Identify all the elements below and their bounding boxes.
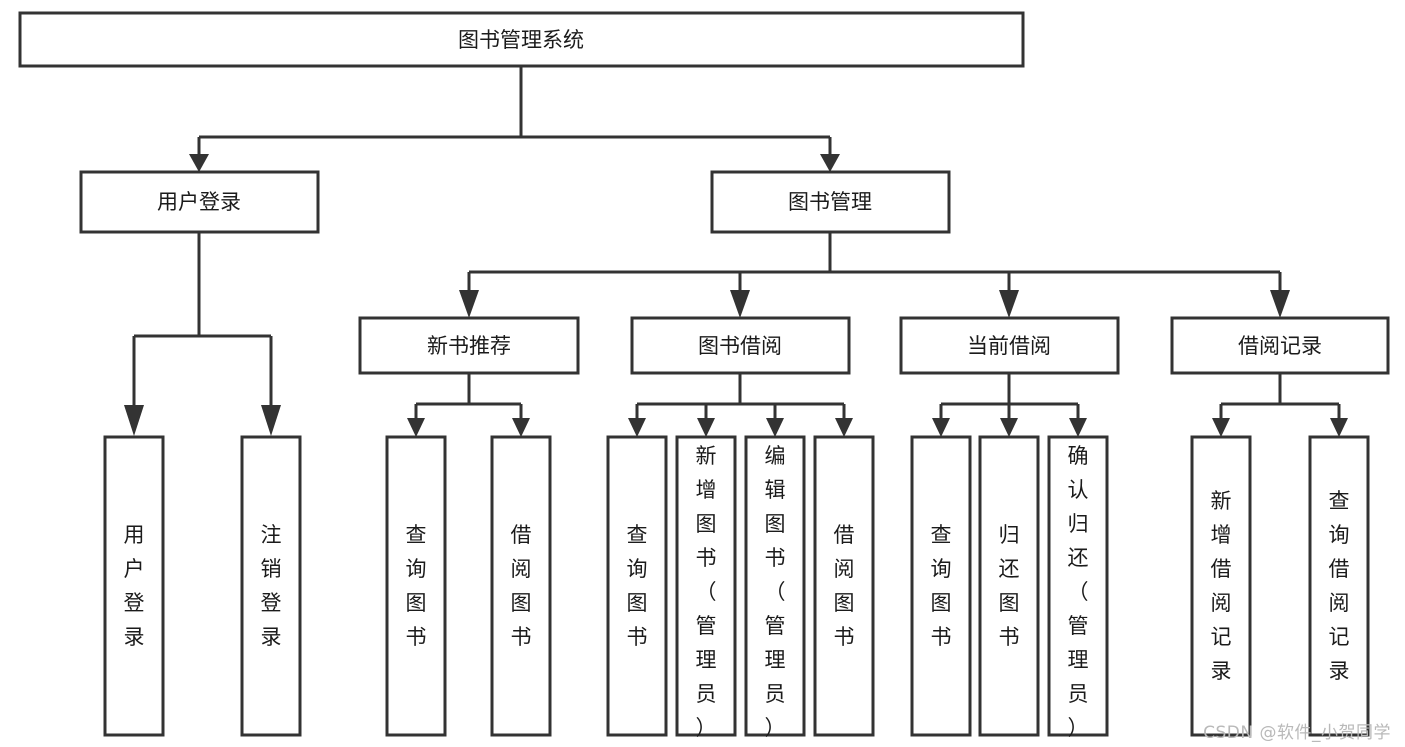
arrow-heads (124, 154, 1348, 437)
arrow-icon-to-borrow-record (1270, 290, 1290, 318)
node-leaf-add-book-admin-label: 新增图书（管理员） (696, 444, 717, 740)
node-book-manage-box[interactable] (710, 170, 951, 234)
node-leaf-logout[interactable]: 注销登录 (240, 435, 302, 737)
node-leaf-edit-book-admin-box[interactable] (744, 435, 806, 737)
node-leaf-edit-book-admin[interactable]: 编辑图书（管理员） (744, 435, 806, 740)
node-leaf-user-login-box[interactable] (103, 435, 165, 737)
node-leaf-add-book-admin[interactable]: 新增图书（管理员） (675, 435, 737, 740)
node-book-borrow[interactable]: 图书借阅 (630, 316, 851, 375)
node-leaf-query-book-2-box[interactable] (606, 435, 668, 737)
node-leaf-query-book-1[interactable]: 查询图书 (385, 435, 447, 737)
node-leaf-query-record[interactable]: 查询借阅记录 (1308, 435, 1370, 737)
arrow-icon-to-l-query-book-2 (628, 418, 646, 437)
node-leaf-logout-label: 注销登录 (261, 523, 282, 649)
arrow-icon-to-l-add-record (1212, 418, 1230, 437)
node-leaf-confirm-return-admin-box[interactable] (1047, 435, 1109, 737)
arrow-icon-to-l-user-login (124, 405, 144, 436)
node-borrow-record-label: 借阅记录 (1238, 334, 1322, 358)
node-leaf-user-login[interactable]: 用户登录 (103, 435, 165, 737)
node-new-book-rec[interactable]: 新书推荐 (358, 316, 580, 375)
node-leaf-query-book-2-label: 查询图书 (627, 523, 648, 649)
node-leaf-return-book-box[interactable] (978, 435, 1040, 737)
arrow-icon-to-l-borrow-book-1 (512, 418, 530, 437)
node-new-book-rec-box[interactable] (358, 316, 580, 375)
node-root-label: 图书管理系统 (458, 28, 584, 52)
node-leaf-query-record-box[interactable] (1308, 435, 1370, 737)
node-book-borrow-label: 图书借阅 (698, 334, 782, 358)
arrow-icon-to-l-query-book-3 (932, 418, 950, 437)
arrow-icon-to-new-book-rec (459, 290, 479, 318)
connectors (132, 66, 1341, 418)
arrow-icon-to-l-edit-book-admin (766, 418, 784, 437)
arrow-icon-to-l-add-book-admin (697, 418, 715, 437)
node-leaf-borrow-book-1-label: 借阅图书 (511, 523, 532, 649)
node-book-manage-label: 图书管理 (788, 190, 872, 214)
node-leaf-query-book-1-label: 查询图书 (406, 523, 427, 649)
node-leaf-borrow-book-2[interactable]: 借阅图书 (813, 435, 875, 737)
csdn-watermark: CSDN @软件_小贺同学 (1203, 723, 1391, 743)
node-leaf-query-book-3-box[interactable] (910, 435, 972, 737)
node-leaf-return-book-label: 归还图书 (999, 523, 1020, 649)
arrow-icon-to-book-manage (820, 154, 840, 172)
node-leaf-add-record-box[interactable] (1190, 435, 1252, 737)
node-user-login-box[interactable] (79, 170, 320, 234)
node-leaf-borrow-book-1-box[interactable] (490, 435, 552, 737)
node-leaf-add-record[interactable]: 新增借阅记录 (1190, 435, 1252, 737)
arrow-icon-to-user-login (189, 154, 209, 172)
arrow-icon-to-l-borrow-book-2 (835, 418, 853, 437)
node-leaf-return-book[interactable]: 归还图书 (978, 435, 1040, 737)
node-book-manage[interactable]: 图书管理 (710, 170, 951, 234)
node-user-login-label: 用户登录 (157, 190, 241, 214)
node-leaf-query-book-1-box[interactable] (385, 435, 447, 737)
node-leaf-add-book-admin-box[interactable] (675, 435, 737, 737)
node-leaf-query-book-3-label: 查询图书 (931, 523, 952, 649)
node-root[interactable]: 图书管理系统 (18, 11, 1025, 68)
node-leaf-logout-box[interactable] (240, 435, 302, 737)
node-user-login[interactable]: 用户登录 (79, 170, 320, 234)
node-leaf-query-book-3[interactable]: 查询图书 (910, 435, 972, 737)
node-leaf-add-record-label: 新增借阅记录 (1211, 489, 1232, 683)
arrow-icon-to-l-query-book-1 (407, 418, 425, 437)
arrow-icon-to-l-query-record (1330, 418, 1348, 437)
node-leaf-borrow-book-2-label: 借阅图书 (834, 523, 855, 649)
node-leaf-confirm-return-admin-label: 确认归还（管理员） (1068, 444, 1089, 740)
node-new-book-rec-label: 新书推荐 (427, 334, 511, 358)
node-borrow-record-box[interactable] (1170, 316, 1390, 375)
arrow-icon-to-l-logout (261, 405, 281, 436)
node-leaf-query-book-2[interactable]: 查询图书 (606, 435, 668, 737)
node-current-borrow-box[interactable] (899, 316, 1120, 375)
arrow-icon-to-book-borrow (730, 290, 750, 318)
node-leaf-query-record-label: 查询借阅记录 (1329, 489, 1350, 683)
node-leaf-borrow-book-2-box[interactable] (813, 435, 875, 737)
node-borrow-record[interactable]: 借阅记录 (1170, 316, 1390, 375)
arrow-icon-to-l-confirm-return-admin (1069, 418, 1087, 437)
node-leaf-confirm-return-admin[interactable]: 确认归还（管理员） (1047, 435, 1109, 740)
node-leaf-borrow-book-1[interactable]: 借阅图书 (490, 435, 552, 737)
node-leaf-edit-book-admin-label: 编辑图书（管理员） (765, 444, 786, 740)
node-current-borrow[interactable]: 当前借阅 (899, 316, 1120, 375)
node-root-box[interactable] (18, 11, 1025, 68)
arrow-icon-to-current-borrow (999, 290, 1019, 318)
arrow-icon-to-l-return-book (1000, 418, 1018, 437)
node-leaf-user-login-label: 用户登录 (124, 523, 145, 649)
node-book-borrow-box[interactable] (630, 316, 851, 375)
node-current-borrow-label: 当前借阅 (967, 334, 1051, 358)
